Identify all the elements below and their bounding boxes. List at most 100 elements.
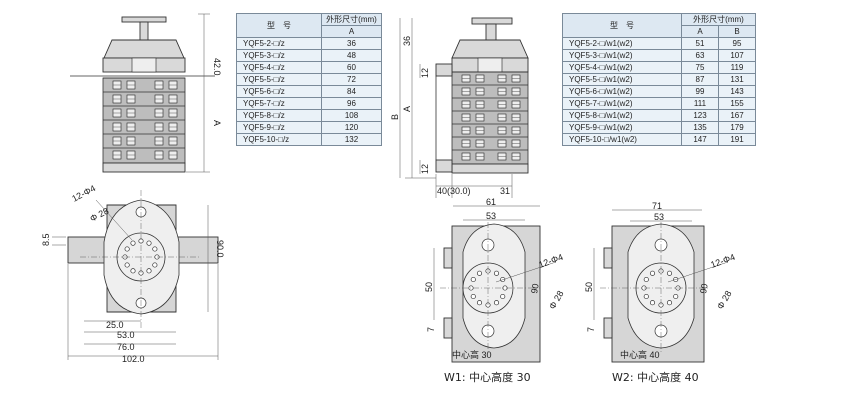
- dim-b-cell: 95: [718, 37, 756, 50]
- bracket-bottom: [435, 159, 453, 173]
- collar-label: [131, 57, 157, 73]
- dim-b-cell: 167: [718, 109, 756, 122]
- contact-hole: [470, 276, 476, 283]
- model-cell: YQF5-4-□/z: [236, 61, 322, 74]
- model-cell: YQF5-9-□/w1(w2): [562, 121, 682, 134]
- bracket-top: [435, 63, 453, 77]
- contact-hole: [649, 300, 656, 306]
- contact-hole: [146, 268, 152, 274]
- contact-hole: [130, 240, 136, 246]
- model-cell: YQF5-9-□/z: [236, 121, 322, 134]
- dim-42: 42.0: [212, 58, 222, 76]
- dim-53-left: 53.0: [117, 330, 135, 340]
- dim-61: 61: [486, 197, 496, 207]
- dim-a-cell: 120: [321, 121, 382, 134]
- model-cell: YQF5-6-□/z: [236, 85, 322, 98]
- table2-header-b: B: [718, 25, 756, 38]
- dim-90-left: 90.0: [215, 240, 225, 258]
- model-cell: YQF5-8-□/w1(w2): [562, 109, 682, 122]
- label-d28-mid: Φ 28: [547, 289, 566, 311]
- dim-a-cell: 87: [681, 73, 719, 86]
- contact-hole: [649, 270, 656, 276]
- contact-hole: [666, 270, 673, 276]
- dim-a-mid: A: [402, 106, 412, 112]
- dim-a-cell: 96: [321, 97, 382, 110]
- dim-53-mid: 53: [486, 211, 496, 221]
- contact-hole: [470, 293, 476, 300]
- contact-hole: [152, 262, 158, 268]
- dim-53-right: 53: [654, 212, 664, 222]
- dim-12-bottom: 12: [420, 164, 430, 174]
- model-cell: YQF5-2-□/z: [236, 37, 322, 50]
- dim-90-right: 90: [698, 283, 710, 295]
- contact-hole: [493, 270, 500, 276]
- contact-hole: [124, 246, 130, 252]
- contact-hole: [500, 293, 506, 300]
- dim-a-cell: 135: [681, 121, 719, 134]
- caption-w1: W1: 中心高度 30: [444, 370, 531, 384]
- dim-a-cell: 51: [681, 37, 719, 50]
- dim-b-cell: 155: [718, 97, 756, 110]
- contact-hole: [130, 268, 136, 274]
- dim-31: 31: [500, 186, 510, 196]
- dim-a-cell: 60: [321, 61, 382, 74]
- dim-a-left: A: [212, 120, 222, 126]
- model-cell: YQF5-10-□/w1(w2): [562, 133, 682, 146]
- contact-hole: [476, 270, 483, 276]
- label-d28-right: Φ 28: [715, 289, 734, 311]
- dim-90-mid: 90: [529, 283, 541, 295]
- dim-a-cell: 147: [681, 133, 719, 146]
- label-holes-mid: 12-Φ4: [537, 252, 564, 270]
- dim-a-cell: 132: [321, 133, 382, 146]
- contact-hole: [146, 240, 152, 246]
- label-center-30: 中心高 30: [452, 349, 492, 360]
- wafer-stack: [102, 77, 186, 164]
- model-cell: YQF5-3-□/z: [236, 49, 322, 62]
- table1-header-a: A: [321, 25, 382, 38]
- dim-40-30: 40(30.0): [437, 186, 471, 196]
- handle-shaft: [139, 21, 149, 41]
- handle-shaft-mid: [485, 23, 497, 41]
- model-cell: YQF5-2-□/w1(w2): [562, 37, 682, 50]
- model-cell: YQF5-5-□/z: [236, 73, 322, 86]
- dim-50-right: 50: [584, 282, 594, 292]
- table2-header-model: 型 号: [562, 13, 682, 38]
- dim-71: 71: [652, 201, 662, 211]
- dim-25: 25.0: [106, 320, 124, 330]
- model-cell: YQF5-4-□/w1(w2): [562, 61, 682, 74]
- dim-12-top: 12: [420, 68, 430, 78]
- dim-7-mid: 7: [426, 327, 436, 332]
- contact-hole: [673, 293, 679, 300]
- dim-a-cell: 75: [681, 61, 719, 74]
- dim-a-cell: 123: [681, 109, 719, 122]
- dim-8-5: 8.5: [41, 233, 51, 246]
- bottom-cover: [102, 162, 186, 173]
- model-cell: YQF5-10-□/z: [236, 133, 322, 146]
- label-holes-left: 12-Φ4: [70, 183, 97, 204]
- dim-b-cell: 191: [718, 133, 756, 146]
- model-cell: YQF5-8-□/z: [236, 109, 322, 122]
- dim-b-cell: 131: [718, 73, 756, 86]
- dim-b: B: [390, 114, 400, 120]
- dim-a-cell: 108: [321, 109, 382, 122]
- contact-hole: [476, 300, 483, 306]
- dim-36: 36: [402, 36, 412, 46]
- switch-housing-top-mid: [451, 39, 529, 59]
- dim-b-cell: 107: [718, 49, 756, 62]
- model-cell: YQF5-6-□/w1(w2): [562, 85, 682, 98]
- model-cell: YQF5-3-□/w1(w2): [562, 49, 682, 62]
- table1-header-dims: 外形尺寸(mm): [321, 13, 382, 26]
- contact-hole: [643, 276, 649, 283]
- dim-b-cell: 119: [718, 61, 756, 74]
- caption-w2: W2: 中心高度 40: [612, 370, 699, 384]
- table1-header-model: 型 号: [236, 13, 322, 38]
- dim-a-cell: 48: [321, 49, 382, 62]
